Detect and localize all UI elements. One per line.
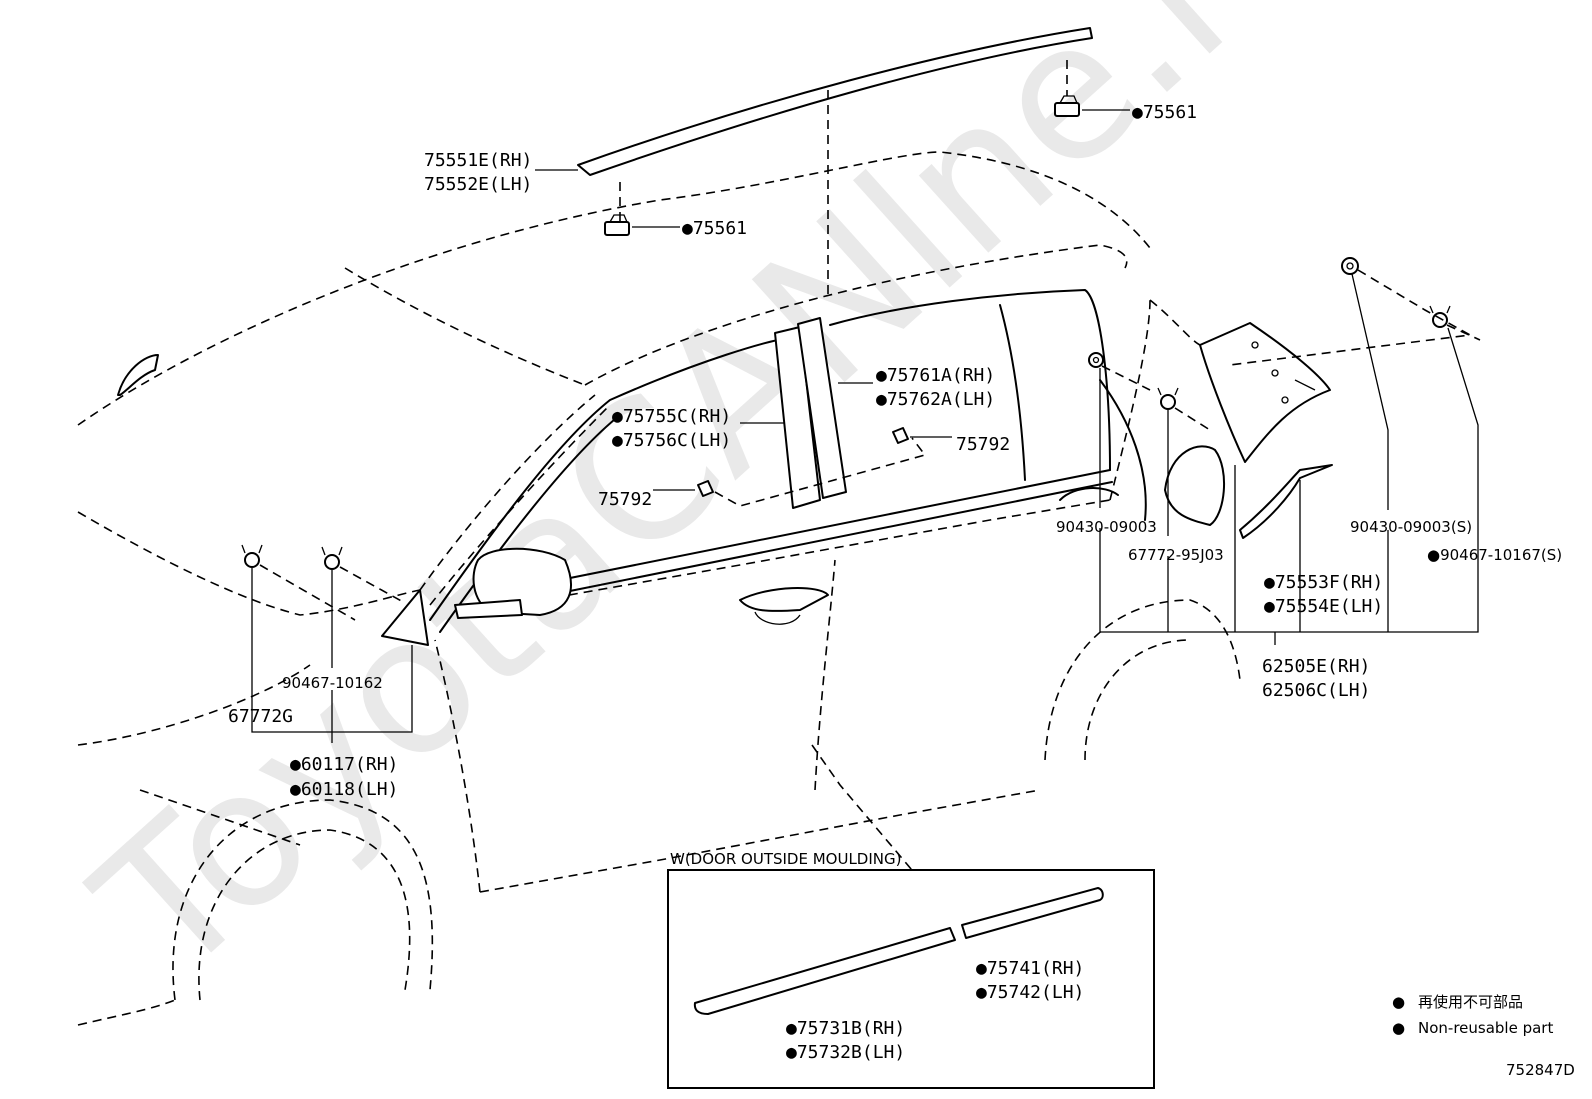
label-pillar-front-lh: ●75756C(LH) bbox=[612, 430, 731, 451]
door-handle bbox=[739, 587, 829, 625]
clip-90430-b bbox=[1341, 257, 1359, 275]
clip-75792-b bbox=[892, 427, 909, 444]
pillar-garnish-front bbox=[774, 326, 821, 509]
clip-90467-10167 bbox=[1429, 305, 1451, 328]
label-cover-rh: ●60117(RH) bbox=[290, 754, 398, 775]
label-clip-75561-b: ●75561 bbox=[1132, 102, 1197, 123]
label-door-rear-rh: ●75741(RH) bbox=[976, 958, 1084, 979]
legend-marker-en: ● bbox=[1392, 1019, 1405, 1037]
rear-wheel-arch-trim bbox=[1059, 379, 1226, 526]
label-door-rear-lh: ●75742(LH) bbox=[976, 982, 1084, 1003]
legend-en: Non-reusable part bbox=[1418, 1019, 1553, 1037]
clip-90467-10162-a bbox=[241, 544, 263, 568]
label-door-front-rh: ●75731B(RH) bbox=[786, 1018, 905, 1039]
inset-door-moulding: W(DOOR OUTSIDE MOULDING) bbox=[667, 850, 1155, 1089]
legend: ● 再使用不可部品 ● Non-reusable part bbox=[1392, 993, 1553, 1037]
label-qtr-lh: ●75554E(LH) bbox=[1264, 596, 1383, 617]
legend-marker-jp: ● bbox=[1392, 993, 1405, 1011]
label-pillar-front-rh: ●75755C(RH) bbox=[612, 406, 731, 427]
clip-75792-a bbox=[697, 480, 714, 497]
part-labels: 75551E(RH) 75552E(LH) ●75561 ●75561 ●757… bbox=[228, 102, 1562, 1063]
door-moulding-front bbox=[693, 927, 956, 1015]
label-clip-90467-10162: 90467-10162 bbox=[282, 674, 383, 692]
label-clip-75792-b: 75792 bbox=[956, 434, 1010, 455]
window-belt-moulding bbox=[559, 469, 1113, 593]
side-mirror bbox=[454, 547, 572, 619]
clip-75561-b bbox=[1054, 95, 1080, 117]
label-clip-75561-a: ●75561 bbox=[682, 218, 747, 239]
front-window-frame bbox=[429, 337, 791, 633]
quarter-window-moulding bbox=[1239, 464, 1333, 539]
door-moulding-rear bbox=[961, 887, 1104, 939]
label-roof-lh: 75552E(LH) bbox=[424, 174, 532, 195]
rear-window-frame bbox=[829, 289, 1111, 481]
inset-title: W(DOOR OUTSIDE MOULDING) bbox=[670, 850, 901, 868]
clip-90430-a bbox=[1088, 352, 1104, 368]
front-corner-cover bbox=[381, 589, 429, 646]
roof-drip-moulding bbox=[577, 27, 1093, 176]
label-door-front-lh: ●75732B(LH) bbox=[786, 1042, 905, 1063]
quarter-panel-garnish bbox=[1199, 322, 1331, 463]
label-panel-lh: 62506C(LH) bbox=[1262, 680, 1370, 701]
clip-67772-95j03 bbox=[1157, 387, 1179, 410]
pillar-garnish-rear bbox=[797, 317, 847, 499]
label-roof-rh: 75551E(RH) bbox=[424, 150, 532, 171]
label-clip-75792-a: 75792 bbox=[598, 489, 652, 510]
label-clip-90430-b: 90430-09003(S) bbox=[1350, 518, 1472, 536]
clip-75561-a bbox=[604, 214, 630, 236]
headlamp-hint bbox=[117, 354, 159, 396]
label-clip-90467-10167: ●90467-10167(S) bbox=[1427, 546, 1562, 564]
clip-90467-10162-b bbox=[321, 546, 343, 570]
label-pillar-rear-rh: ●75761A(RH) bbox=[876, 365, 995, 386]
label-qtr-rh: ●75553F(RH) bbox=[1264, 572, 1383, 593]
label-clip-67772g: 67772G bbox=[228, 706, 293, 727]
label-cover-lh: ●60118(LH) bbox=[290, 779, 398, 800]
car-body-outline bbox=[77, 151, 1241, 1026]
label-clip-90430-a: 90430-09003 bbox=[1056, 518, 1157, 536]
label-clip-67772-95j03: 67772-95J03 bbox=[1128, 546, 1224, 564]
diagram-id: 752847D bbox=[1506, 1061, 1575, 1079]
label-panel-rh: 62505E(RH) bbox=[1262, 656, 1370, 677]
assembly-lines bbox=[259, 60, 1481, 916]
legend-jp: 再使用不可部品 bbox=[1418, 993, 1523, 1011]
label-pillar-rear-lh: ●75762A(LH) bbox=[876, 389, 995, 410]
